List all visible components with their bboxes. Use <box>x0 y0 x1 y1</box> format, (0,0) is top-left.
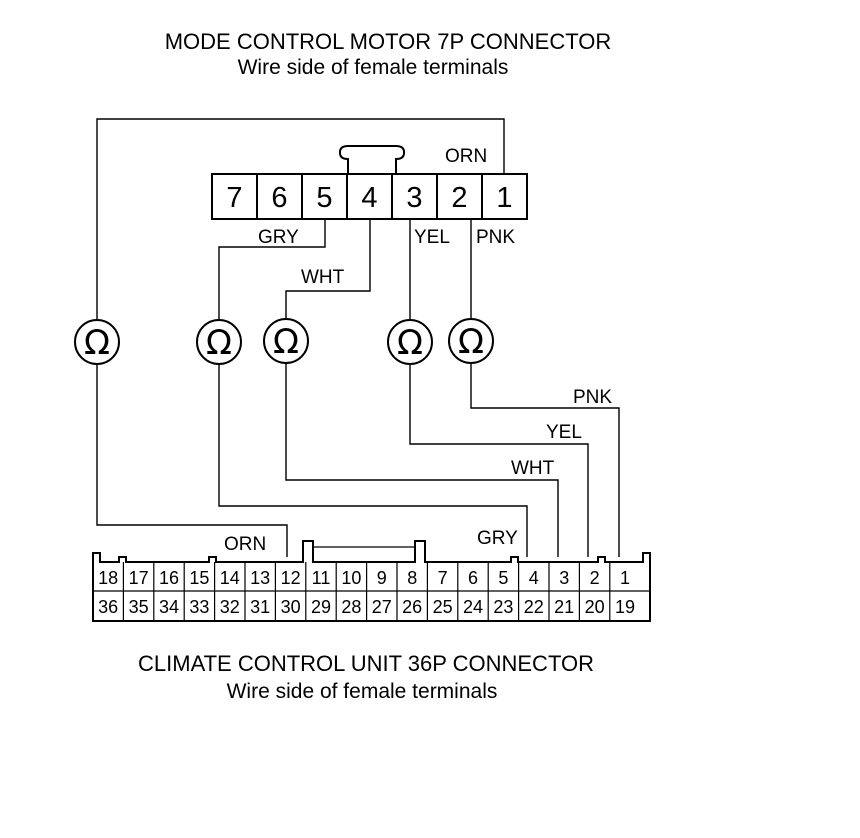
ohm-symbol: Ω <box>206 323 232 363</box>
terminal-number: 20 <box>585 597 605 617</box>
terminal-number: 35 <box>129 597 149 617</box>
ohmmeter-icon: Ω <box>196 319 242 365</box>
wire-orn <box>96 118 505 557</box>
terminal-number: 23 <box>493 597 513 617</box>
terminal-number: 28 <box>341 597 361 617</box>
terminal-number: 1 <box>620 568 630 588</box>
terminal-number: 2 <box>590 568 600 588</box>
terminal-number: 3 <box>406 182 422 214</box>
top-connector-subtitle: Wire side of female terminals <box>238 56 509 79</box>
terminal-number: 2 <box>451 182 467 214</box>
climate-control-unit-connector: 1836173516341533143213311230112910289278… <box>92 540 651 622</box>
ohmmeter-icon: Ω <box>74 319 120 365</box>
terminal-number: 5 <box>316 182 332 214</box>
wire-wht <box>285 220 559 557</box>
terminal-number: 21 <box>554 597 574 617</box>
ohm-symbol: Ω <box>84 323 110 363</box>
terminal-number: 4 <box>361 182 377 214</box>
terminal-number: 14 <box>220 568 240 588</box>
terminal-number: 22 <box>524 597 544 617</box>
ohmmeter-icon: Ω <box>263 318 309 364</box>
wire-label-wht-top: WHT <box>301 267 345 288</box>
wire-label-orn-bottom: ORN <box>224 534 266 555</box>
terminal-number: 11 <box>312 568 331 588</box>
terminal-number: 7 <box>226 182 242 214</box>
terminal-number: 27 <box>372 597 392 617</box>
terminal-number: 25 <box>433 597 453 617</box>
terminal-cells: 1836173516341533143213311230112910289278… <box>93 562 650 621</box>
terminal-number: 6 <box>468 568 478 588</box>
terminal-number: 30 <box>281 597 301 617</box>
connector-latch <box>339 145 405 173</box>
connector-outline <box>92 540 651 622</box>
wire-gry <box>218 220 528 557</box>
terminal-number: 34 <box>159 597 179 617</box>
bottom-connector-title: CLIMATE CONTROL UNIT 36P CONNECTOR <box>138 651 594 676</box>
terminal-number: 6 <box>271 182 287 214</box>
wire-label-yel-bottom: YEL <box>546 422 582 443</box>
terminal-number: 17 <box>129 568 149 588</box>
terminal-number: 26 <box>402 597 422 617</box>
terminal-number: 3 <box>559 568 569 588</box>
terminal-number: 4 <box>529 568 539 588</box>
wire-pnk <box>470 220 620 557</box>
bottom-connector-subtitle: Wire side of female terminals <box>227 680 498 703</box>
wire-yel <box>409 220 589 557</box>
top-connector-title: MODE CONTROL MOTOR 7P CONNECTOR <box>165 29 612 54</box>
terminal-number: 19 <box>615 597 635 617</box>
terminal-number: 9 <box>377 568 387 588</box>
terminal-number: 16 <box>159 568 179 588</box>
terminal-number: 24 <box>463 597 483 617</box>
terminal-number: 5 <box>498 568 508 588</box>
terminal-number: 8 <box>407 568 417 588</box>
wire-label-wht-bottom: WHT <box>511 458 555 479</box>
terminal-number: 12 <box>281 568 301 588</box>
terminal-number: 7 <box>438 568 448 588</box>
ohm-symbol: Ω <box>273 322 299 362</box>
terminal-number: 18 <box>98 568 118 588</box>
terminal-number: 1 <box>496 182 512 214</box>
wire-label-orn-top: ORN <box>445 146 487 167</box>
terminal-number: 13 <box>250 568 270 588</box>
wire-label-gry-bottom: GRY <box>477 528 518 549</box>
wire-label-gry-top: GRY <box>258 227 299 248</box>
terminal-number: 29 <box>311 597 331 617</box>
terminal-number: 10 <box>341 568 361 588</box>
wire-label-pnk-bottom: PNK <box>573 387 612 408</box>
ohm-symbol: Ω <box>397 323 423 363</box>
terminal-number: 15 <box>189 568 209 588</box>
terminal-number: 31 <box>250 597 270 617</box>
ohmmeter-icon: Ω <box>387 319 433 365</box>
ohm-symbol: Ω <box>458 322 484 362</box>
wire-label-pnk-top: PNK <box>476 227 515 248</box>
terminal-number: 36 <box>98 597 118 617</box>
ohmmeter-icon: Ω <box>448 318 494 364</box>
terminal-number: 33 <box>189 597 209 617</box>
wire-label-yel-top: YEL <box>414 227 450 248</box>
terminal-number: 32 <box>220 597 240 617</box>
